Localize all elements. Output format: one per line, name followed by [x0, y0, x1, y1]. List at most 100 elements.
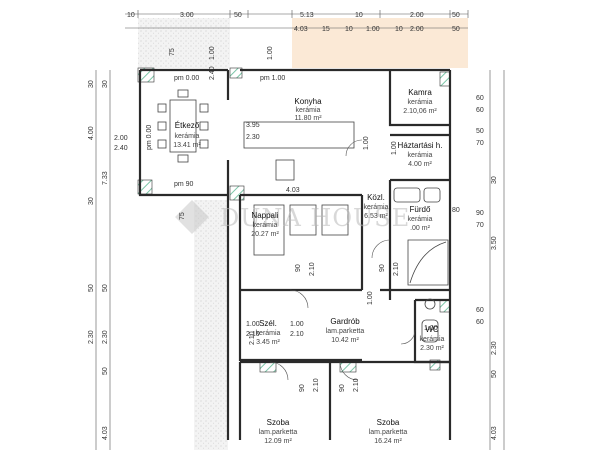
svg-text:2.40: 2.40 — [209, 66, 216, 80]
svg-text:90: 90 — [379, 264, 386, 272]
svg-text:50: 50 — [452, 26, 460, 33]
watermark-logo: DUNA HOUSE — [175, 200, 410, 234]
svg-text:15: 15 — [322, 26, 330, 33]
side-walkway — [194, 200, 228, 450]
svg-text:2.10,06 m²: 2.10,06 m² — [403, 108, 437, 115]
svg-text:11.80 m²: 11.80 m² — [294, 115, 322, 122]
svg-text:1.00: 1.00 — [367, 291, 374, 305]
svg-text:4.03: 4.03 — [102, 426, 109, 440]
left-dimension-texts: 30 30 2.00 4.00 2.40 7.33 30 50 2.30 50 … — [88, 80, 128, 440]
svg-text:Közl.: Közl. — [367, 193, 385, 202]
svg-text:.00 m²: .00 m² — [410, 225, 431, 232]
svg-text:2.30: 2.30 — [102, 330, 109, 344]
svg-text:20.27 m²: 20.27 m² — [251, 231, 279, 238]
svg-text:30: 30 — [88, 197, 95, 205]
room-kozl: Közl. kerámia 6.53 m² — [364, 193, 389, 220]
svg-text:kerámia: kerámia — [296, 107, 321, 114]
watermark-text: DUNA HOUSE — [220, 204, 410, 232]
svg-text:4.00: 4.00 — [88, 126, 95, 140]
svg-text:Fürdő: Fürdő — [410, 205, 431, 214]
svg-text:16.24 m²: 16.24 m² — [374, 438, 402, 445]
svg-text:Étkező: Étkező — [175, 121, 200, 130]
svg-text:2.30: 2.30 — [88, 330, 95, 344]
svg-text:4.03: 4.03 — [286, 187, 300, 194]
room-szoba-1: Szoba lam.parketta 12.09 m² — [259, 418, 298, 445]
svg-text:2.10: 2.10 — [246, 331, 260, 338]
svg-text:90: 90 — [476, 210, 484, 217]
right-dimension-texts: 60 60 50 70 30 80 90 70 3.50 60 60 2.30 … — [452, 95, 498, 440]
svg-text:kerámia: kerámia — [420, 336, 445, 343]
room-wc: WC kerámia 2.30 m² — [420, 325, 445, 352]
svg-text:50: 50 — [476, 128, 484, 135]
svg-text:kerámia: kerámia — [253, 222, 278, 229]
svg-text:2.10: 2.10 — [309, 262, 316, 276]
door-swings — [269, 139, 416, 381]
hatched-walls — [137, 67, 451, 373]
svg-text:1.00: 1.00 — [424, 325, 438, 332]
svg-text:kerámia: kerámia — [408, 216, 433, 223]
svg-text:90: 90 — [299, 384, 306, 392]
garden-terrace — [292, 18, 468, 68]
svg-text:Gardrób: Gardrób — [330, 317, 360, 326]
terrace-area — [138, 18, 230, 68]
svg-text:10: 10 — [127, 12, 135, 19]
svg-text:2.40: 2.40 — [114, 145, 128, 152]
svg-text:5.13: 5.13 — [300, 12, 314, 19]
room-gardrob: Gardrób lam.parketta 10.42 m² — [326, 317, 365, 344]
svg-text:4.03: 4.03 — [294, 26, 308, 33]
svg-text:Konyha: Konyha — [294, 97, 322, 106]
room-etkezo: Étkező kerámia 13.41 m² — [173, 121, 201, 149]
svg-text:80: 80 — [452, 207, 460, 214]
svg-text:70: 70 — [476, 222, 484, 229]
svg-text:60: 60 — [476, 107, 484, 114]
svg-text:Szoba: Szoba — [377, 418, 400, 427]
svg-text:2.10: 2.10 — [313, 378, 320, 392]
left-dimension-lines — [95, 70, 111, 450]
svg-text:2.00: 2.00 — [410, 26, 424, 33]
svg-text:1.00: 1.00 — [209, 46, 216, 60]
svg-text:Háztartási h.: Háztartási h. — [398, 141, 443, 150]
svg-text:1.00: 1.00 — [290, 321, 304, 328]
svg-text:lam.parketta: lam.parketta — [259, 429, 298, 436]
svg-text:kerámia: kerámia — [256, 330, 281, 337]
svg-text:lam.parketta: lam.parketta — [369, 429, 408, 436]
svg-text:60: 60 — [476, 307, 484, 314]
svg-text:1.00: 1.00 — [267, 46, 274, 60]
svg-text:1.00: 1.00 — [363, 136, 370, 150]
svg-text:50: 50 — [102, 284, 109, 292]
top-dimension-texts: 10 3.00 50 5.13 10 2.00 50 4.03 15 10 1.… — [127, 12, 460, 33]
svg-text:2.30: 2.30 — [491, 341, 498, 355]
svg-text:1.00: 1.00 — [391, 141, 398, 155]
room-szel: Szél. kerámia 3.45 m² — [256, 319, 281, 346]
svg-text:12.09 m²: 12.09 m² — [264, 438, 292, 445]
svg-text:2.00: 2.00 — [410, 12, 424, 19]
svg-text:70: 70 — [476, 140, 484, 147]
svg-text:75: 75 — [169, 48, 176, 56]
svg-text:4.00 m²: 4.00 m² — [408, 161, 432, 168]
svg-text:10.42 m²: 10.42 m² — [331, 337, 359, 344]
svg-text:50: 50 — [102, 367, 109, 375]
dining-table — [157, 89, 209, 163]
svg-text:2.30: 2.30 — [246, 134, 260, 141]
svg-text:30: 30 — [88, 80, 95, 88]
svg-text:50: 50 — [491, 370, 498, 378]
fixtures — [243, 121, 449, 343]
svg-text:75: 75 — [179, 212, 186, 220]
svg-text:30: 30 — [102, 80, 109, 88]
svg-text:2.00: 2.00 — [114, 135, 128, 142]
svg-text:kerámia: kerámia — [175, 133, 200, 140]
svg-text:WC: WC — [425, 325, 439, 334]
walls — [138, 68, 452, 440]
svg-text:Nappali: Nappali — [251, 211, 278, 220]
right-dimension-lines — [489, 70, 505, 450]
svg-text:2.10: 2.10 — [353, 378, 360, 392]
svg-text:10: 10 — [355, 12, 363, 19]
svg-text:6.53 m²: 6.53 m² — [364, 213, 388, 220]
svg-text:4.03: 4.03 — [491, 426, 498, 440]
svg-text:7.33: 7.33 — [102, 171, 109, 185]
svg-text:pm 0.00: pm 0.00 — [174, 75, 199, 82]
svg-text:90: 90 — [295, 264, 302, 272]
svg-text:60: 60 — [476, 95, 484, 102]
svg-text:kerámia: kerámia — [364, 204, 389, 211]
room-konyha: Konyha kerámia 11.80 m² — [294, 97, 322, 122]
